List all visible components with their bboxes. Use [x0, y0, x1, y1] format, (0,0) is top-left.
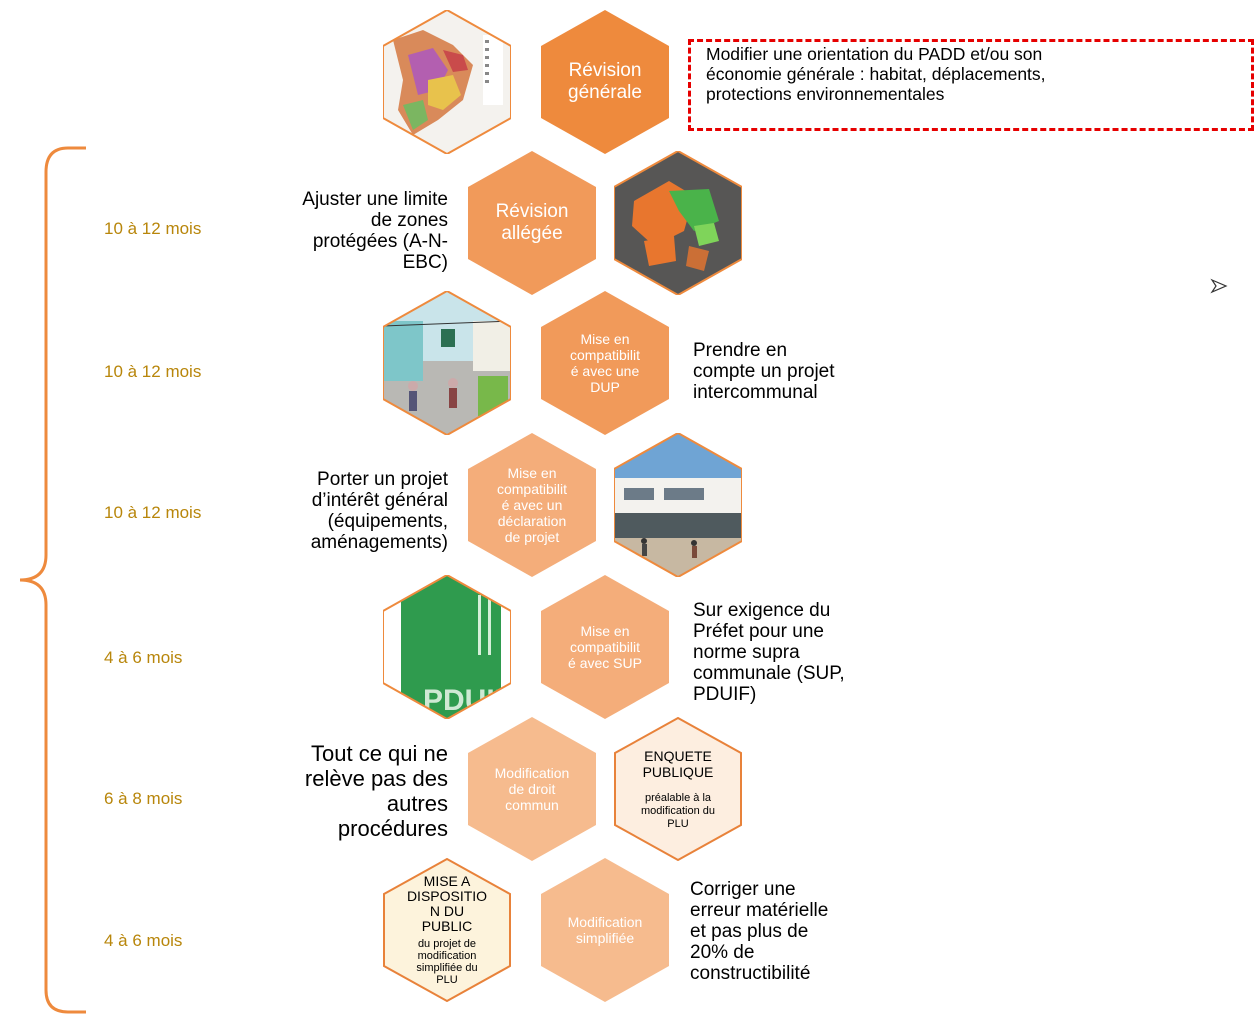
- aerial-photo-image: [614, 151, 742, 295]
- highlight-box: [688, 39, 1254, 131]
- procedure-hex-declaration-projet: Mise en compatibilit é avec un déclarati…: [468, 433, 596, 577]
- mise-a-disposition-hex: MISE A DISPOSITIO N DU PUBLIC du projet …: [406, 873, 488, 987]
- description-text: Modifier une orientation du PADD et/ou s…: [706, 44, 1046, 104]
- duration-label: 10 à 12 mois: [104, 219, 202, 238]
- pduif-cover-image: PDUIF: [383, 575, 511, 719]
- enquete-hex-outline: [614, 717, 742, 861]
- description-text: Corriger une erreur matérielle et pas pl…: [690, 879, 829, 984]
- image-hex-cable-car: [383, 291, 511, 435]
- arrow-bullet-icon: [1210, 278, 1228, 294]
- procedure-hex-revision-generale: Révision générale: [541, 10, 669, 154]
- zoning-map-image: [383, 10, 511, 154]
- enquete-publique-hex: ENQUETE PUBLIQUE préalable à la modifica…: [641, 747, 715, 830]
- duration-brace: [19, 146, 86, 1014]
- duration-label: 6 à 8 mois: [104, 789, 183, 808]
- image-hex-zoning-map: [383, 10, 511, 154]
- description-text: Tout ce qui ne relève pas des autres pro…: [304, 741, 448, 841]
- procedure-hex-compat-sup: Mise en compatibilit é avec SUP: [541, 575, 669, 719]
- image-hex-aerial: [614, 151, 742, 295]
- procedure-hex-compat-dup: Mise en compatibilit é avec une DUP: [541, 291, 669, 435]
- duration-label: 4 à 6 mois: [104, 931, 183, 950]
- duration-label: 10 à 12 mois: [104, 362, 202, 381]
- duration-label: 10 à 12 mois: [104, 503, 202, 522]
- image-hex-pduif: PDUIF: [383, 575, 511, 719]
- procedure-hex-modification-simplifiee: Modification simplifiée: [541, 858, 669, 1002]
- procedure-label: Révision générale: [568, 60, 642, 103]
- description-text: Porter un projet d’intérêt général (équi…: [310, 469, 448, 553]
- mise-a-disposition-hex-outline: [383, 858, 511, 1002]
- cable-car-image: [383, 291, 511, 435]
- procedure-hex-modification-droit-commun: Modification de droit commun: [468, 717, 596, 861]
- image-hex-building: [614, 433, 742, 577]
- building-photo-image: [614, 433, 742, 577]
- duration-label: 4 à 6 mois: [104, 648, 183, 667]
- description-text: Sur exigence du Préfet pour une norme su…: [693, 600, 845, 705]
- description-text: Ajuster une limite de zones protégées (A…: [302, 189, 448, 273]
- description-text: Prendre en compte un projet intercommuna…: [693, 340, 835, 403]
